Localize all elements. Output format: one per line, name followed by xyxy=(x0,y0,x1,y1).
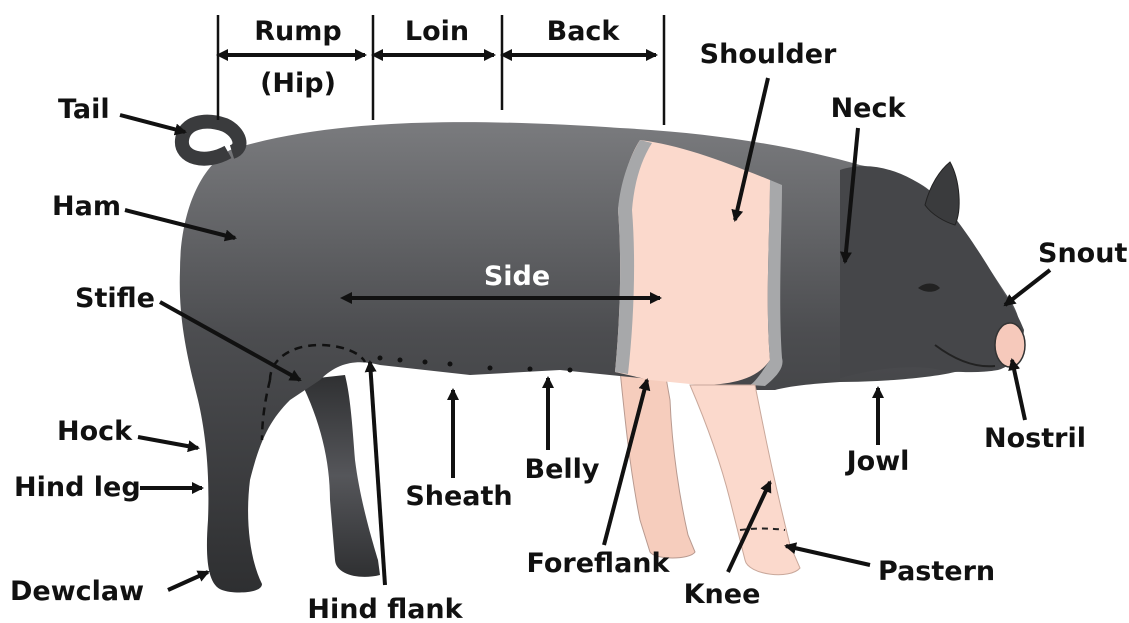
label-belly: Belly xyxy=(524,454,599,485)
label-neck: Neck xyxy=(831,93,907,124)
label-shoulder: Shoulder xyxy=(700,39,837,70)
label-foreflank: Foreflank xyxy=(527,548,671,579)
label-hind-flank: Hind flank xyxy=(307,594,463,623)
label-back: Back xyxy=(547,16,621,47)
label-knee: Knee xyxy=(684,579,761,610)
tail-loop-hole xyxy=(203,135,217,149)
label-hip: (Hip) xyxy=(260,68,336,99)
label-rump: Rump xyxy=(254,16,341,47)
label-sheath: Sheath xyxy=(405,481,512,512)
far-hind-leg xyxy=(300,375,380,577)
pig-icon xyxy=(180,122,1025,593)
label-ham: Ham xyxy=(52,191,121,222)
label-side: Side xyxy=(484,261,550,292)
label-stifle: Stifle xyxy=(75,283,155,314)
snout-disc xyxy=(995,323,1025,367)
label-pastern: Pastern xyxy=(878,556,995,587)
label-loin: Loin xyxy=(405,16,469,47)
near-front-leg xyxy=(690,385,800,575)
label-tail: Tail xyxy=(58,94,110,125)
far-front-leg xyxy=(620,370,695,558)
label-hock: Hock xyxy=(57,416,133,447)
label-nostril: Nostril xyxy=(984,423,1086,454)
label-dewclaw: Dewclaw xyxy=(10,576,144,607)
label-jowl: Jowl xyxy=(845,446,910,477)
label-hind-leg: Hind leg xyxy=(14,472,141,503)
label-snout: Snout xyxy=(1038,238,1127,269)
